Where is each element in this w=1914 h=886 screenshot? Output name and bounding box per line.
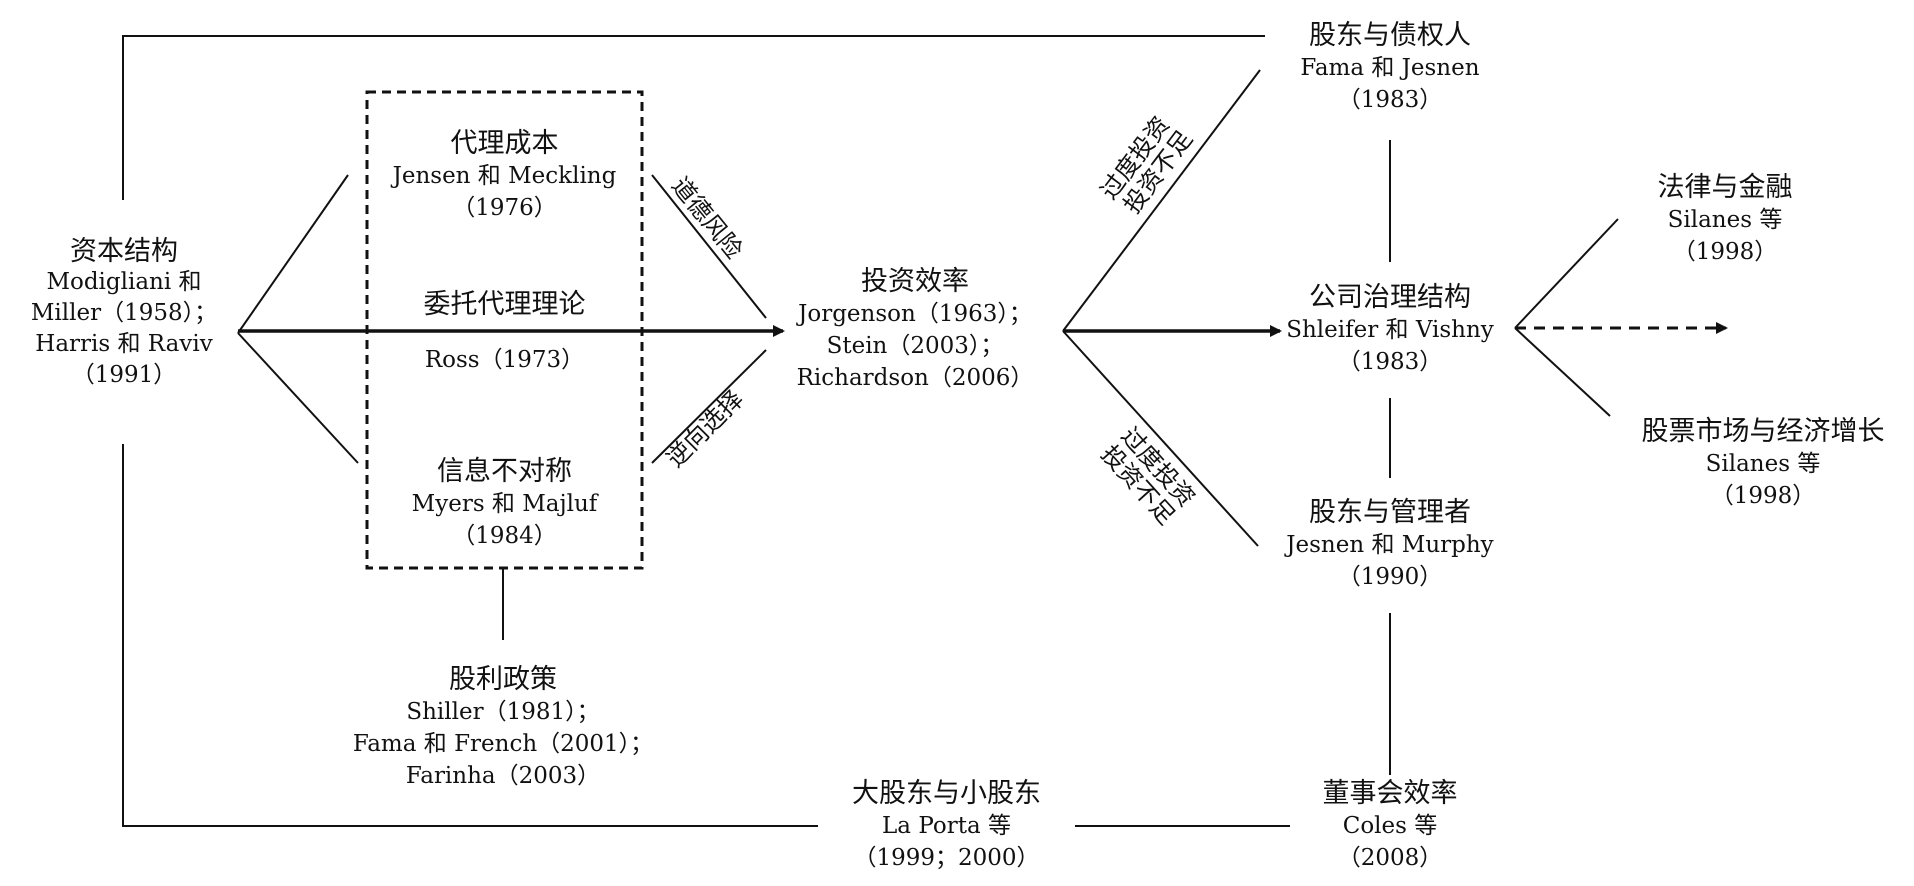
node-ref: （1984）: [452, 523, 557, 549]
node-ref: Modigliani 和: [46, 269, 202, 295]
right-fan-upper: [1062, 69, 1261, 332]
node-title: 投资效率: [861, 266, 969, 297]
node-title: 委托代理理论: [423, 289, 586, 320]
node-title: 大股东与小股东: [852, 778, 1041, 809]
node-ref: （1976）: [452, 195, 557, 221]
node-principal-agent-ref: Ross（1973）: [367, 344, 642, 376]
left-fan-lower: [237, 332, 359, 464]
left-fan-upper: [237, 174, 349, 334]
node-dividend-policy: 股利政策 Shiller（1981）； Fama 和 French（2001）；…: [320, 664, 686, 792]
right-fan-lower: [1062, 330, 1259, 547]
node-ref: La Porta 等: [882, 813, 1011, 839]
frame-top-line: [122, 35, 1265, 200]
node-ref: （1998）: [1710, 483, 1816, 509]
node-ref: Myers 和 Majluf: [411, 491, 598, 517]
node-ref: （1983）: [1337, 349, 1443, 375]
node-title: 股票市场与经济增长: [1641, 416, 1885, 447]
frame-bottom-line: [122, 444, 818, 827]
node-ref: Coles 等: [1342, 813, 1438, 839]
node-ref: Shiller（1981）；: [406, 699, 600, 725]
node-ref: （2008）: [1337, 845, 1443, 871]
node-title: 信息不对称: [437, 456, 572, 487]
node-ref: （1998）: [1672, 239, 1778, 265]
node-ref: Jorgenson（1963）；: [798, 301, 1032, 327]
node-title: 代理成本: [450, 128, 559, 159]
node-stock-market-growth: 股票市场与经济增长 Silanes 等 （1998）: [1618, 416, 1908, 512]
node-law-finance: 法律与金融 Silanes 等 （1998）: [1620, 172, 1830, 268]
node-title: 股利政策: [449, 664, 557, 695]
node-title: 董事会效率: [1322, 778, 1458, 809]
far-right-fan-upper: [1514, 218, 1619, 329]
node-ref: Jesnen 和 Murphy: [1286, 532, 1494, 558]
node-capital-structure: 资本结构 Modigliani 和 Miller（1958）； Harris 和…: [8, 236, 240, 391]
adverse-selection-line: [651, 349, 767, 464]
node-large-small-shareholders: 大股东与小股东 La Porta 等 （1999；2000）: [818, 778, 1075, 874]
node-shareholders-managers: 股东与管理者 Jesnen 和 Murphy （1990）: [1265, 497, 1515, 593]
node-board-efficiency: 董事会效率 Coles 等 （2008）: [1265, 778, 1515, 874]
node-ref: Fama 和 Jesnen: [1300, 55, 1480, 81]
node-title: 法律与金融: [1657, 172, 1793, 203]
node-investment-efficiency: 投资效率 Jorgenson（1963）； Stein（2003）； Richa…: [780, 266, 1050, 394]
node-ref: （1983）: [1337, 87, 1443, 113]
far-right-fan-lower: [1514, 327, 1611, 417]
node-principal-agent: 委托代理理论: [367, 290, 642, 320]
node-ref: Farinha（2003）: [405, 763, 601, 789]
node-ref: Richardson（2006）: [796, 365, 1034, 391]
node-ref: Ross（1973）: [424, 347, 585, 373]
node-title: 公司治理结构: [1309, 282, 1471, 313]
node-ref: Silanes 等: [1667, 207, 1783, 233]
node-ref: （1990）: [1337, 564, 1443, 590]
node-info-asymmetry: 信息不对称 Myers 和 Majluf （1984）: [367, 456, 642, 552]
node-ref: Harris 和 Raviv: [35, 331, 213, 357]
node-corporate-governance: 公司治理结构 Shleifer 和 Vishny （1983）: [1265, 282, 1515, 378]
node-ref: Fama 和 French（2001）；: [352, 731, 654, 757]
node-ref: Jensen 和 Meckling: [392, 163, 617, 189]
node-shareholders-creditors: 股东与债权人 Fama 和 Jesnen （1983）: [1265, 20, 1515, 116]
node-agency-cost: 代理成本 Jensen 和 Meckling （1976）: [367, 128, 642, 224]
node-title: 资本结构: [70, 236, 178, 267]
node-ref: Shleifer 和 Vishny: [1286, 317, 1494, 343]
moral-hazard-line: [651, 174, 767, 319]
node-title: 股东与管理者: [1309, 497, 1471, 528]
node-ref: Miller（1958）；: [30, 300, 218, 326]
node-ref: Stein（2003）；: [826, 333, 1004, 359]
node-title: 股东与债权人: [1309, 20, 1471, 51]
node-ref: （1999；2000）: [853, 845, 1040, 871]
node-ref: （1991）: [71, 362, 177, 388]
node-ref: Silanes 等: [1705, 451, 1821, 477]
